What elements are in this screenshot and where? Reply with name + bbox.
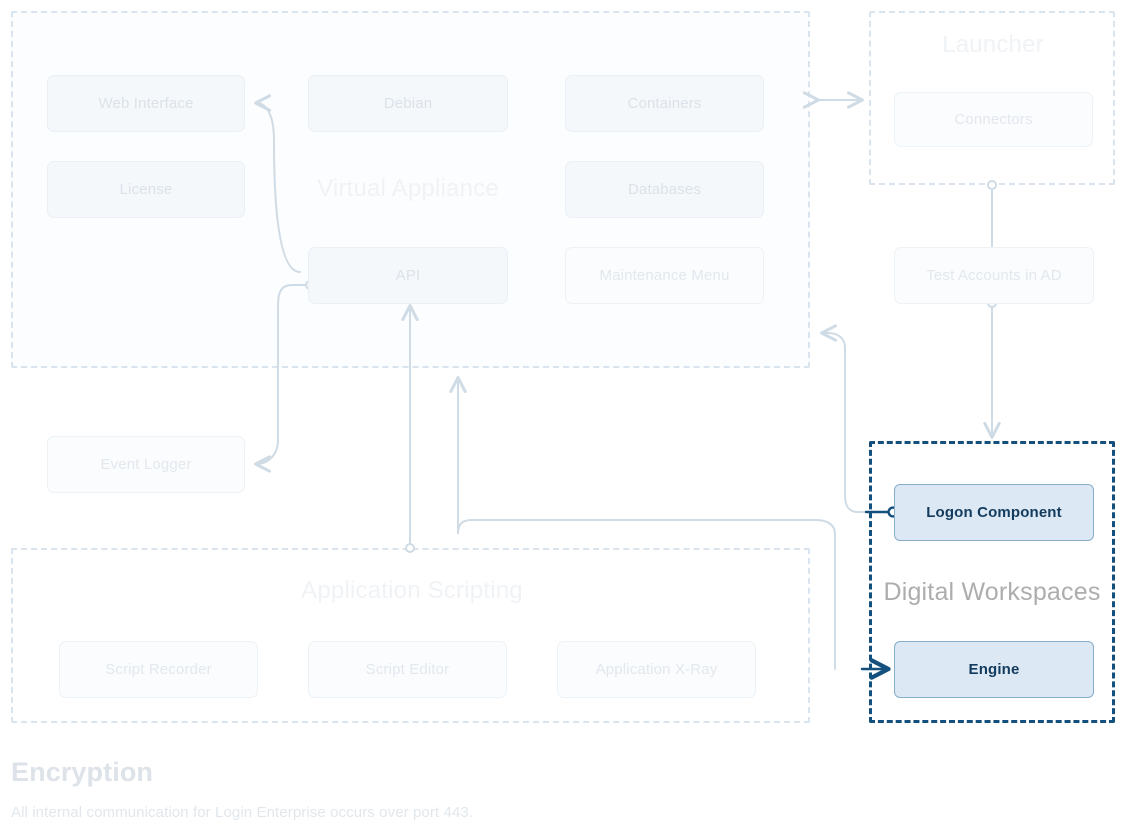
node-test-accounts-in-ad[interactable]: Test Accounts in AD: [894, 247, 1094, 304]
footer-body: All internal communication for Login Ent…: [11, 804, 474, 821]
panel-title-launcher: Launcher: [942, 31, 1044, 58]
node-maintenance-menu[interactable]: Maintenance Menu: [565, 247, 764, 304]
node-logon-component[interactable]: Logon Component: [894, 484, 1094, 541]
node-web-interface[interactable]: Web Interface: [47, 75, 245, 132]
node-event-logger[interactable]: Event Logger: [47, 436, 245, 493]
node-application-x-ray[interactable]: Application X-Ray: [557, 641, 756, 698]
node-script-editor[interactable]: Script Editor: [308, 641, 507, 698]
node-connectors[interactable]: Connectors: [894, 92, 1093, 147]
node-engine[interactable]: Engine: [894, 641, 1094, 698]
node-databases[interactable]: Databases: [565, 161, 764, 218]
footer-heading: Encryption: [11, 757, 154, 787]
panel-title-application-scripting: Application Scripting: [301, 577, 523, 604]
panel-digital-workspaces: [869, 441, 1115, 723]
panel-title-virtual-appliance: Virtual Appliance: [317, 175, 499, 202]
node-license[interactable]: License: [47, 161, 245, 218]
node-script-recorder[interactable]: Script Recorder: [59, 641, 258, 698]
node-containers[interactable]: Containers: [565, 75, 764, 132]
panel-title-digital-workspaces: Digital Workspaces: [883, 578, 1101, 606]
node-api[interactable]: API: [308, 247, 508, 304]
node-debian[interactable]: Debian: [308, 75, 508, 132]
